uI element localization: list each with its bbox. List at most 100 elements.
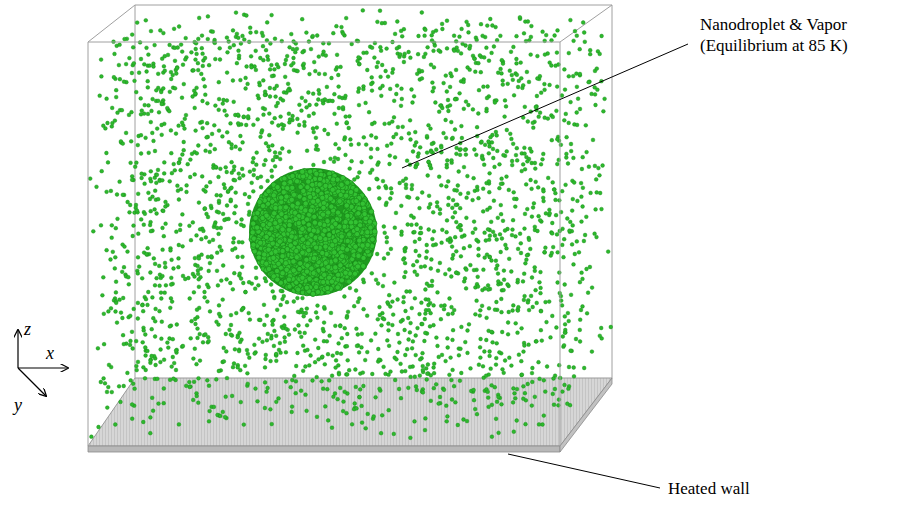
vapor-molecule [475,412,479,416]
vapor-molecule [429,150,433,154]
vapor-molecule [464,287,468,291]
vapor-molecule [495,134,499,138]
vapor-molecule [365,350,369,354]
vapor-molecule [451,136,455,140]
vapor-molecule [548,211,552,215]
vapor-molecule [338,324,342,328]
vapor-molecule [338,324,342,328]
vapor-molecule [438,261,442,265]
vapor-molecule [168,90,172,94]
vapor-molecule [110,223,114,227]
vapor-molecule [436,344,440,348]
vapor-molecule [575,72,579,76]
vapor-molecule [499,297,503,301]
vapor-molecule [480,140,484,144]
vapor-molecule [109,189,113,193]
vapor-molecule [166,346,170,350]
vapor-molecule [535,339,539,343]
vapor-molecule [382,365,386,369]
vapor-molecule [326,132,330,136]
vapor-molecule [569,293,573,297]
vapor-molecule [517,353,521,357]
vapor-molecule [146,79,150,83]
vapor-molecule [140,176,144,180]
vapor-molecule [388,162,392,166]
vapor-molecule [507,310,511,314]
vapor-molecule [182,82,186,86]
vapor-molecule [149,271,153,275]
vapor-molecule [178,223,182,227]
vapor-molecule [153,335,157,339]
vapor-molecule [519,241,523,245]
vapor-molecule [233,211,237,215]
vapor-molecule [326,352,330,356]
vapor-molecule [142,62,146,66]
vapor-molecule [175,323,179,327]
vapor-molecule [485,316,489,320]
vapor-molecule [265,390,269,394]
vapor-molecule [560,189,564,193]
vapor-molecule [118,43,122,47]
vapor-molecule [247,356,251,360]
vapor-molecule [413,420,417,424]
vapor-molecule [194,47,198,51]
vapor-molecule [344,153,348,157]
vapor-molecule [336,397,340,401]
vapor-molecule [460,235,464,239]
vapor-molecule [118,180,122,184]
vapor-molecule [370,76,374,80]
vapor-molecule [414,385,418,389]
vapor-molecule [154,173,158,177]
vapor-molecule [161,226,165,230]
vapor-molecule [515,387,519,391]
vapor-molecule [422,55,426,59]
vapor-molecule [309,354,313,358]
vapor-molecule [539,309,543,313]
vapor-molecule [569,100,573,104]
vapor-molecule [250,181,254,185]
vapor-molecule [208,261,212,265]
vapor-molecule [273,116,277,120]
vapor-molecule [176,184,180,188]
vapor-molecule [512,387,516,391]
vapor-molecule [292,374,296,378]
vapor-molecule [343,326,347,330]
vapor-molecule [515,34,519,38]
vapor-molecule [370,89,374,93]
vapor-molecule [360,346,364,350]
vapor-molecule [295,47,299,51]
vapor-molecule [197,16,201,20]
vapor-molecule [188,175,192,179]
vapor-molecule [244,76,248,80]
vapor-molecule [241,141,245,145]
vapor-molecule [241,34,245,38]
vapor-molecule [446,415,450,419]
vapor-molecule [355,327,359,331]
vapor-molecule [253,343,257,347]
vapor-molecule [223,109,227,113]
vapor-molecule [207,269,211,273]
vapor-molecule [132,224,136,228]
vapor-molecule [270,169,274,173]
vapor-molecule [486,396,490,400]
vapor-molecule [530,276,534,280]
vapor-molecule [217,304,221,308]
vapor-molecule [113,423,117,427]
vapor-molecule [304,99,308,103]
vapor-molecule [477,88,481,92]
vapor-molecule [160,123,164,127]
vapor-molecule [114,226,118,230]
vapor-molecule [500,58,504,62]
vapor-molecule [193,347,197,351]
vapor-molecule [373,121,377,125]
vapor-molecule [503,115,507,119]
vapor-molecule [297,324,301,328]
vapor-molecule [162,172,166,176]
vapor-molecule [420,11,424,15]
vapor-molecule [563,88,567,92]
vapor-molecule [563,68,567,72]
vapor-molecule [170,365,174,369]
vapor-molecule [445,47,449,51]
vapor-molecule [189,336,193,340]
vapor-molecule [377,358,381,362]
